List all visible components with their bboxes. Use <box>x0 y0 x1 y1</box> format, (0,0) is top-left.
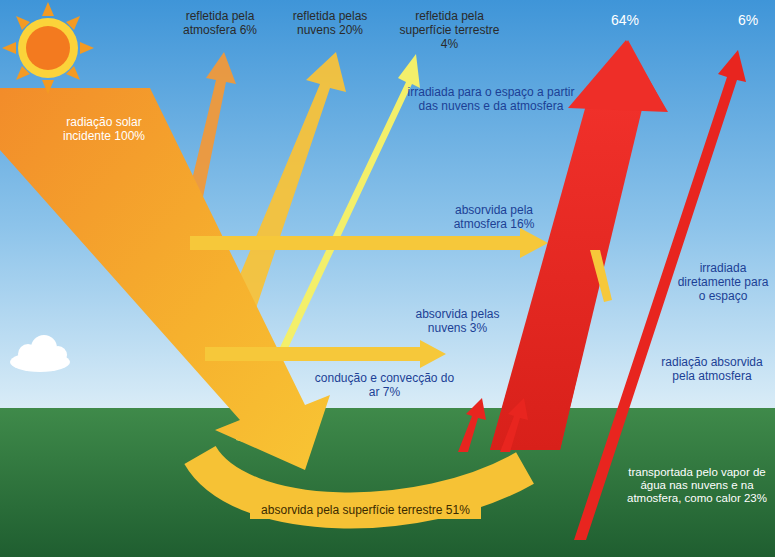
incident-label: radiação solar incidente 100% <box>58 116 150 144</box>
radiated-label: irradiada diretamente para o espaço <box>676 262 770 303</box>
conduction-label: condução e convecção do ar 7% <box>312 372 457 400</box>
reflected-label: refletida pela superfície terrestre 4% <box>392 10 507 51</box>
heat-up-arrows <box>458 398 528 452</box>
percent-label: 64% <box>600 12 650 28</box>
reflected-label: refletida pelas nuvens 20% <box>285 10 375 38</box>
ground <box>0 408 775 557</box>
reflected-label: refletida pela atmosfera 6% <box>170 10 270 38</box>
incident-radiation-arrow <box>0 88 330 470</box>
absorbed-link <box>590 250 612 302</box>
radiated-label: irradiada para o espaço a partir das nuv… <box>405 86 577 114</box>
percent-label: 6% <box>728 12 768 28</box>
absorbed-label: absorvida pela atmosfera 16% <box>438 204 550 232</box>
cloud <box>10 335 70 372</box>
absorbed-label: absorvida pelas nuvens 3% <box>400 308 515 336</box>
radiated-to-space-head <box>568 40 668 112</box>
absorbed-clouds-arrow <box>205 340 446 368</box>
surface-label: absorvida pela superfície terrestre 51% <box>250 503 481 519</box>
absorbed-label: radiação absorvida pela atmosfera <box>656 356 768 384</box>
absorbed-atmosphere-arrow <box>190 228 548 258</box>
transport-label: transportada pelo vapor de água nas nuve… <box>624 466 770 506</box>
radiated-to-space-shaft <box>490 105 643 450</box>
sun <box>2 2 94 94</box>
